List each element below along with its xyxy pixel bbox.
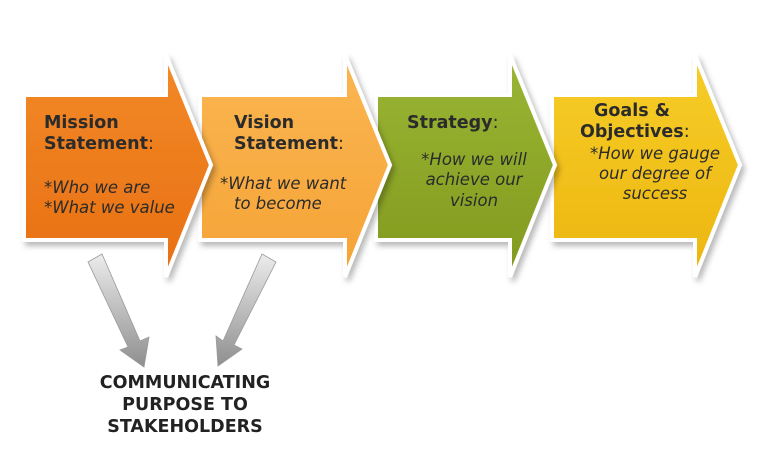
vision-description: *What we want to become (220, 173, 347, 213)
mission-title: Mission Statement: (44, 113, 154, 155)
strategy-description: *How we will achieve our vision (421, 150, 527, 210)
vision-arrow (198, 54, 393, 278)
connector-arrow-vision (215, 253, 277, 367)
vision-statement-label: Vision Statement: *What we want to becom… (220, 113, 346, 214)
strategy-label: Strategy: *How we will achieve our visio… (404, 113, 544, 211)
vision-title: Vision Statement: (234, 113, 344, 155)
goals-description: *How we gauge our degree of success (589, 143, 721, 203)
strategy-arrow (374, 54, 558, 278)
goals-arrow (550, 54, 743, 278)
stakeholders-caption: COMMUNICATING PURPOSE TO STAKEHOLDERS (99, 373, 271, 437)
goals-objectives-label: Goals & Objectives: *How we gauge our de… (572, 101, 738, 204)
mission-arrow (22, 54, 214, 278)
mission-description: *Who we are *What we value (44, 177, 175, 217)
strategy-title: Strategy: (407, 113, 499, 133)
mission-statement-label: Mission Statement: *Who we are *What we … (44, 113, 175, 218)
connector-arrow-mission (87, 253, 150, 368)
goals-title: Goals & Objectives: (580, 101, 690, 143)
